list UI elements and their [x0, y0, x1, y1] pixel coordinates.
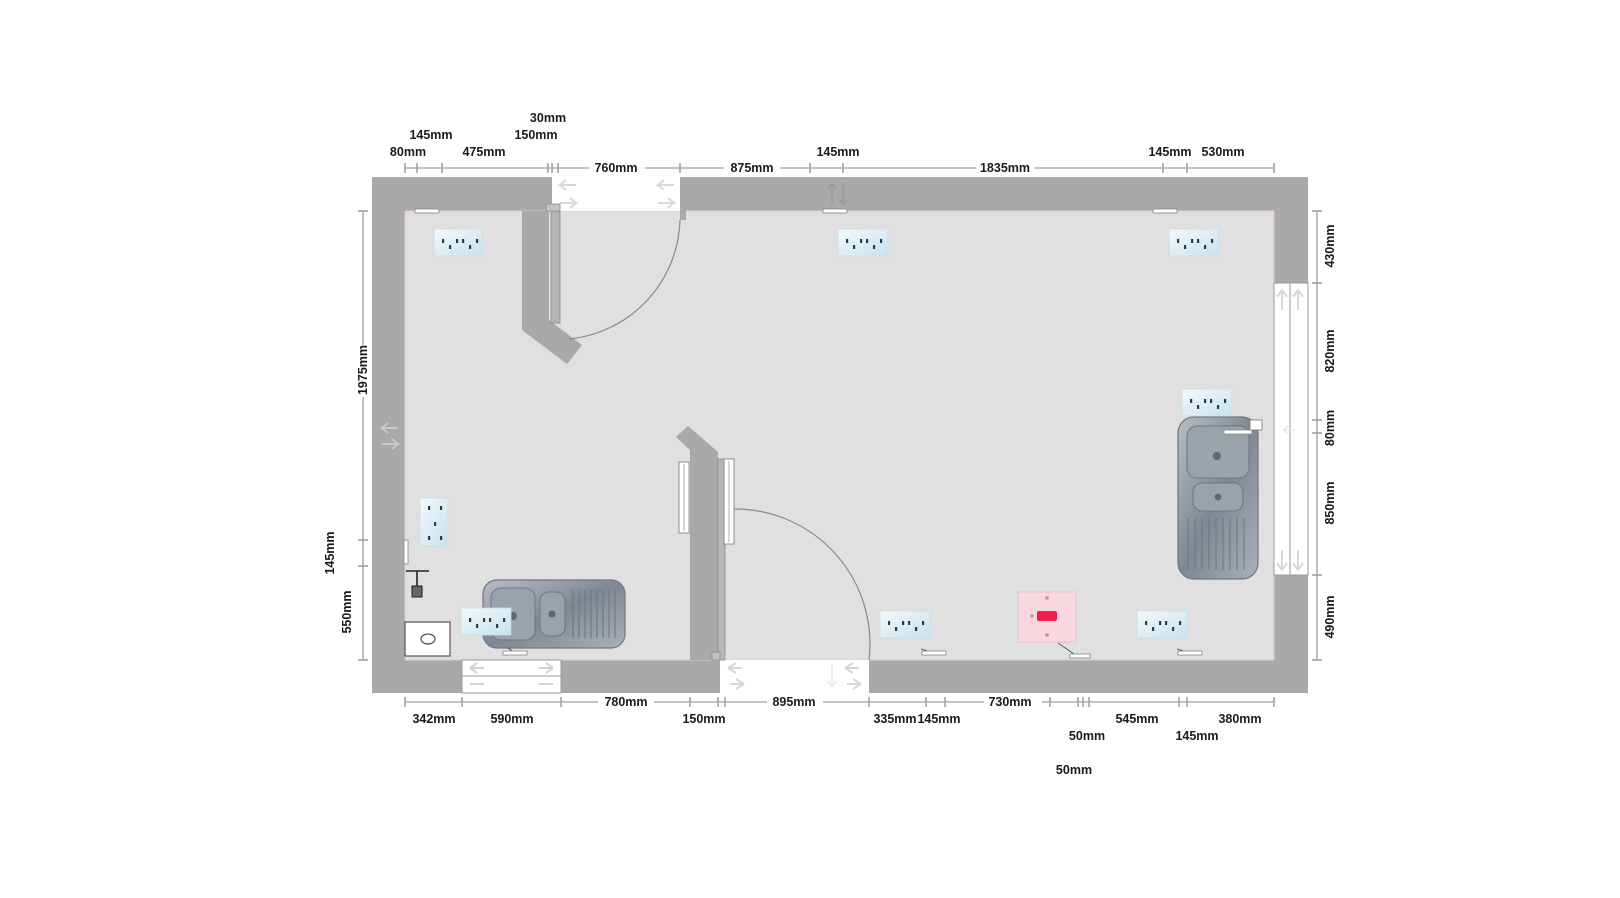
socket-icon [1136, 610, 1203, 656]
dimension-label: 545mm [1115, 712, 1158, 726]
dimension-label: 335mm [873, 712, 916, 726]
lower-partition [676, 426, 726, 661]
dimension-label: 145mm [816, 145, 859, 159]
dimension-label: 875mm [730, 161, 773, 175]
socket-icon [419, 497, 449, 547]
upper-partition [522, 203, 582, 364]
sink-icon [1177, 416, 1259, 580]
socket-icon [414, 208, 483, 257]
dimension-label: 150mm [514, 128, 557, 142]
dimension-label: 150mm [682, 712, 725, 726]
cooker-switch-icon [1017, 591, 1091, 659]
dimension-label: 730mm [988, 695, 1031, 709]
dimension-label: 80mm [390, 145, 426, 159]
top-wall-marker [827, 182, 848, 206]
dimension-label: 590mm [490, 712, 533, 726]
door-swing-icon [568, 219, 681, 340]
waste-unit [404, 621, 451, 657]
dimension-label: 145mm [1148, 145, 1191, 159]
dimension-label: 145mm [917, 712, 960, 726]
right-window[interactable] [1273, 282, 1309, 576]
dimension-label: 145mm [409, 128, 452, 142]
dimension-label: 475mm [462, 145, 505, 159]
left-wall-marker [379, 422, 401, 450]
dimension-label: 145mm [1175, 729, 1218, 743]
dimension-label: 380mm [1218, 712, 1261, 726]
socket-icon [1152, 208, 1220, 257]
bottom-door-opening[interactable] [720, 660, 869, 693]
dimension-label: 530mm [1201, 145, 1244, 159]
socket-icon [460, 607, 528, 656]
dimension-label: 550mm [340, 590, 354, 633]
dimension-label: 430mm [1323, 224, 1337, 267]
socket-icon [879, 610, 947, 656]
dimension-label: 50mm [1069, 729, 1105, 743]
radiator-left [678, 461, 690, 534]
socket-icon [822, 208, 889, 257]
bottom-window[interactable] [461, 659, 562, 694]
dimension-label: 820mm [1323, 329, 1337, 372]
dimension-label: 850mm [1323, 481, 1337, 524]
tap-icon [403, 539, 429, 598]
dimension-label: 490mm [1323, 595, 1337, 638]
dimension-label: 1835mm [980, 161, 1030, 175]
dimension-label: 30mm [530, 111, 566, 125]
door-swing-icon [733, 508, 871, 661]
socket-icon [1181, 388, 1253, 435]
dimension-label: 145mm [323, 531, 337, 574]
dimension-label: 1975mm [356, 345, 370, 395]
fused-spur [1249, 419, 1263, 431]
dimension-label: 80mm [1323, 410, 1337, 446]
dimension-label: 50mm [1056, 763, 1092, 777]
dimension-label: 342mm [412, 712, 455, 726]
dimension-label: 780mm [604, 695, 647, 709]
radiator-right [723, 458, 735, 545]
top-door-opening[interactable] [552, 177, 686, 220]
dimension-label: 760mm [594, 161, 637, 175]
dimension-label: 895mm [772, 695, 815, 709]
